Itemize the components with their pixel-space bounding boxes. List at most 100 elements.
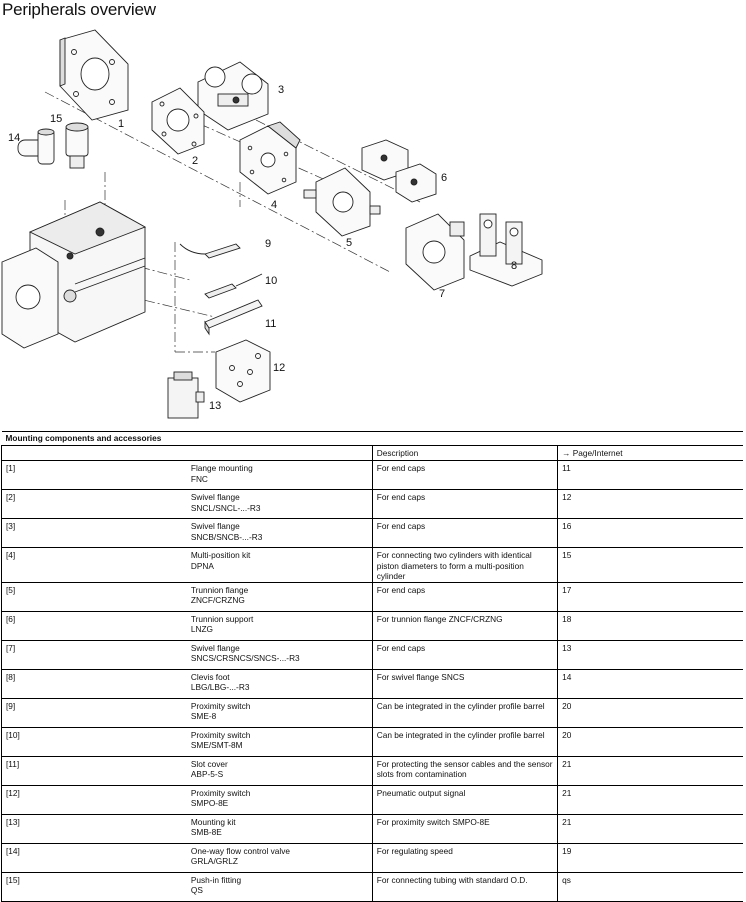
component-code: SME/SMT-8M <box>190 740 243 750</box>
row-page: 20 <box>557 697 743 728</box>
proximity-switch-smpo-part <box>215 339 271 403</box>
callout-12: 12 <box>273 362 285 374</box>
trunnion-flange-part <box>303 167 381 237</box>
proximity-switch-sme8-part <box>179 243 241 259</box>
component-code: LBG/LBG-...-R3 <box>190 682 250 692</box>
row-description: Can be integrated in the cylinder profil… <box>371 726 559 757</box>
flow-control-valve-part <box>17 128 55 165</box>
table-caption: Mounting components and accessories <box>1 431 743 446</box>
component-name: Trunnion flange <box>190 584 249 595</box>
row-description: For end caps <box>371 581 559 612</box>
row-page: 19 <box>557 842 743 873</box>
component-code: QS <box>190 885 203 895</box>
component-code: GRLA/GRLZ <box>190 856 238 866</box>
row-page: 21 <box>557 755 743 786</box>
row-number: [14] <box>0 842 187 873</box>
component-code: ZNCF/CRZNG <box>190 595 245 605</box>
components-table: Mounting components and accessories Desc… <box>0 431 743 902</box>
row-page: 16 <box>557 518 743 548</box>
row-number: [1] <box>0 460 187 490</box>
component-name: Slot cover <box>190 758 228 769</box>
push-in-fitting-part <box>65 122 89 169</box>
component-name: Mounting kit <box>190 816 236 827</box>
row-number: [8] <box>0 668 187 699</box>
callout-9: 9 <box>265 238 271 250</box>
component-name: Swivel flange <box>190 642 240 653</box>
callout-14: 14 <box>8 132 20 144</box>
row-number: [2] <box>0 489 187 519</box>
callout-6: 6 <box>441 172 447 184</box>
row-description: For end caps <box>371 518 559 548</box>
row-number: [13] <box>0 813 187 844</box>
trunnion-support-part <box>361 139 437 203</box>
callout-13: 13 <box>209 400 221 412</box>
callout-5: 5 <box>346 237 352 249</box>
callout-8: 8 <box>511 260 517 272</box>
callout-1: 1 <box>118 118 124 130</box>
multi-position-kit-part <box>239 121 301 195</box>
proximity-switch-smt8m-part <box>204 273 263 299</box>
row-description: For connecting tubing with standard O.D. <box>371 871 559 902</box>
component-code: SNCL/SNCL-...-R3 <box>190 502 261 513</box>
row-description: For connecting two cylinders with identi… <box>371 547 559 583</box>
row-number: [11] <box>0 755 187 786</box>
component-code: SME-8 <box>190 711 217 721</box>
component-name: Multi-position kit <box>190 550 251 560</box>
row-page: 21 <box>557 784 743 815</box>
component-name: Proximity switch <box>190 787 251 798</box>
callout-10: 10 <box>265 275 277 287</box>
connector-lines <box>44 91 421 353</box>
callout-4: 4 <box>271 199 277 211</box>
component-code: SNCS/CRSNCS/SNCS-...-R3 <box>190 653 300 663</box>
component-code: SNCB/SNCB-...-R3 <box>190 531 263 542</box>
component-code: SMPO-8E <box>190 798 229 808</box>
mounting-kit-part <box>167 371 205 419</box>
row-number: [7] <box>0 639 187 670</box>
component-name: Push-in fitting <box>190 874 242 885</box>
row-page: 20 <box>557 726 743 757</box>
row-page: 11 <box>557 460 743 490</box>
callout-11: 11 <box>265 318 276 330</box>
row-page: 12 <box>557 489 743 519</box>
clevis-foot-part <box>469 213 543 287</box>
callout-2: 2 <box>192 155 198 167</box>
row-description: For protecting the sensor cables and the… <box>371 755 559 786</box>
peripherals-diagram: 1 2 3 4 5 6 7 8 9 10 11 12 13 14 15 <box>0 22 746 422</box>
row-page: 13 <box>557 639 743 670</box>
component-name: Flange mounting <box>190 463 253 473</box>
component-code: ABP-5-S <box>190 769 224 779</box>
swivel-flange-sncb-part <box>197 61 269 131</box>
callout-labels: 1 2 3 4 5 6 7 8 9 10 11 12 13 14 15 <box>8 84 517 412</box>
component-name: Swivel flange <box>190 521 240 531</box>
flange-mounting-part <box>59 29 129 121</box>
row-description: For end caps <box>371 639 559 670</box>
component-code: FNC <box>190 473 208 484</box>
component-name: Swivel flange <box>190 492 240 502</box>
row-number: [12] <box>0 784 187 815</box>
row-description: For proximity switch SMPO-8E <box>371 813 559 844</box>
component-name: One-way flow control valve <box>190 845 291 856</box>
row-description: For regulating speed <box>371 842 559 873</box>
component-code: DPNA <box>190 560 214 571</box>
row-page: 15 <box>557 547 743 583</box>
